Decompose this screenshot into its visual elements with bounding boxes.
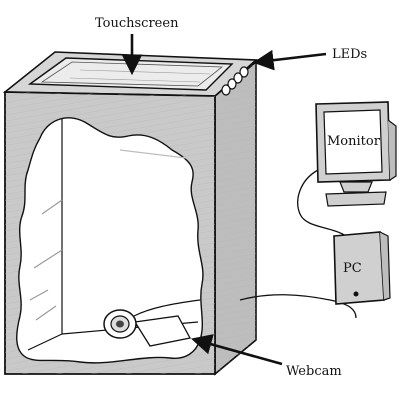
led-4 xyxy=(221,84,231,96)
label-webcam: Webcam xyxy=(286,364,342,379)
pc-tower xyxy=(333,231,391,305)
led-strip xyxy=(221,66,249,96)
label-touchscreen: Touchscreen xyxy=(95,16,179,31)
led-1 xyxy=(239,66,249,78)
crt-monitor xyxy=(315,101,397,207)
monitor-cable xyxy=(297,169,347,237)
label-monitor: Monitor xyxy=(327,134,381,149)
webcam-cable xyxy=(239,294,357,319)
webcam xyxy=(103,299,201,347)
box-cutout xyxy=(16,117,204,364)
arrow-leds xyxy=(252,49,327,71)
led-3 xyxy=(227,78,237,90)
led-2 xyxy=(233,72,243,84)
label-pc: PC xyxy=(343,261,362,276)
callout-arrows xyxy=(121,34,327,366)
arrow-webcam xyxy=(190,334,283,366)
label-leds: LEDs xyxy=(332,47,367,62)
